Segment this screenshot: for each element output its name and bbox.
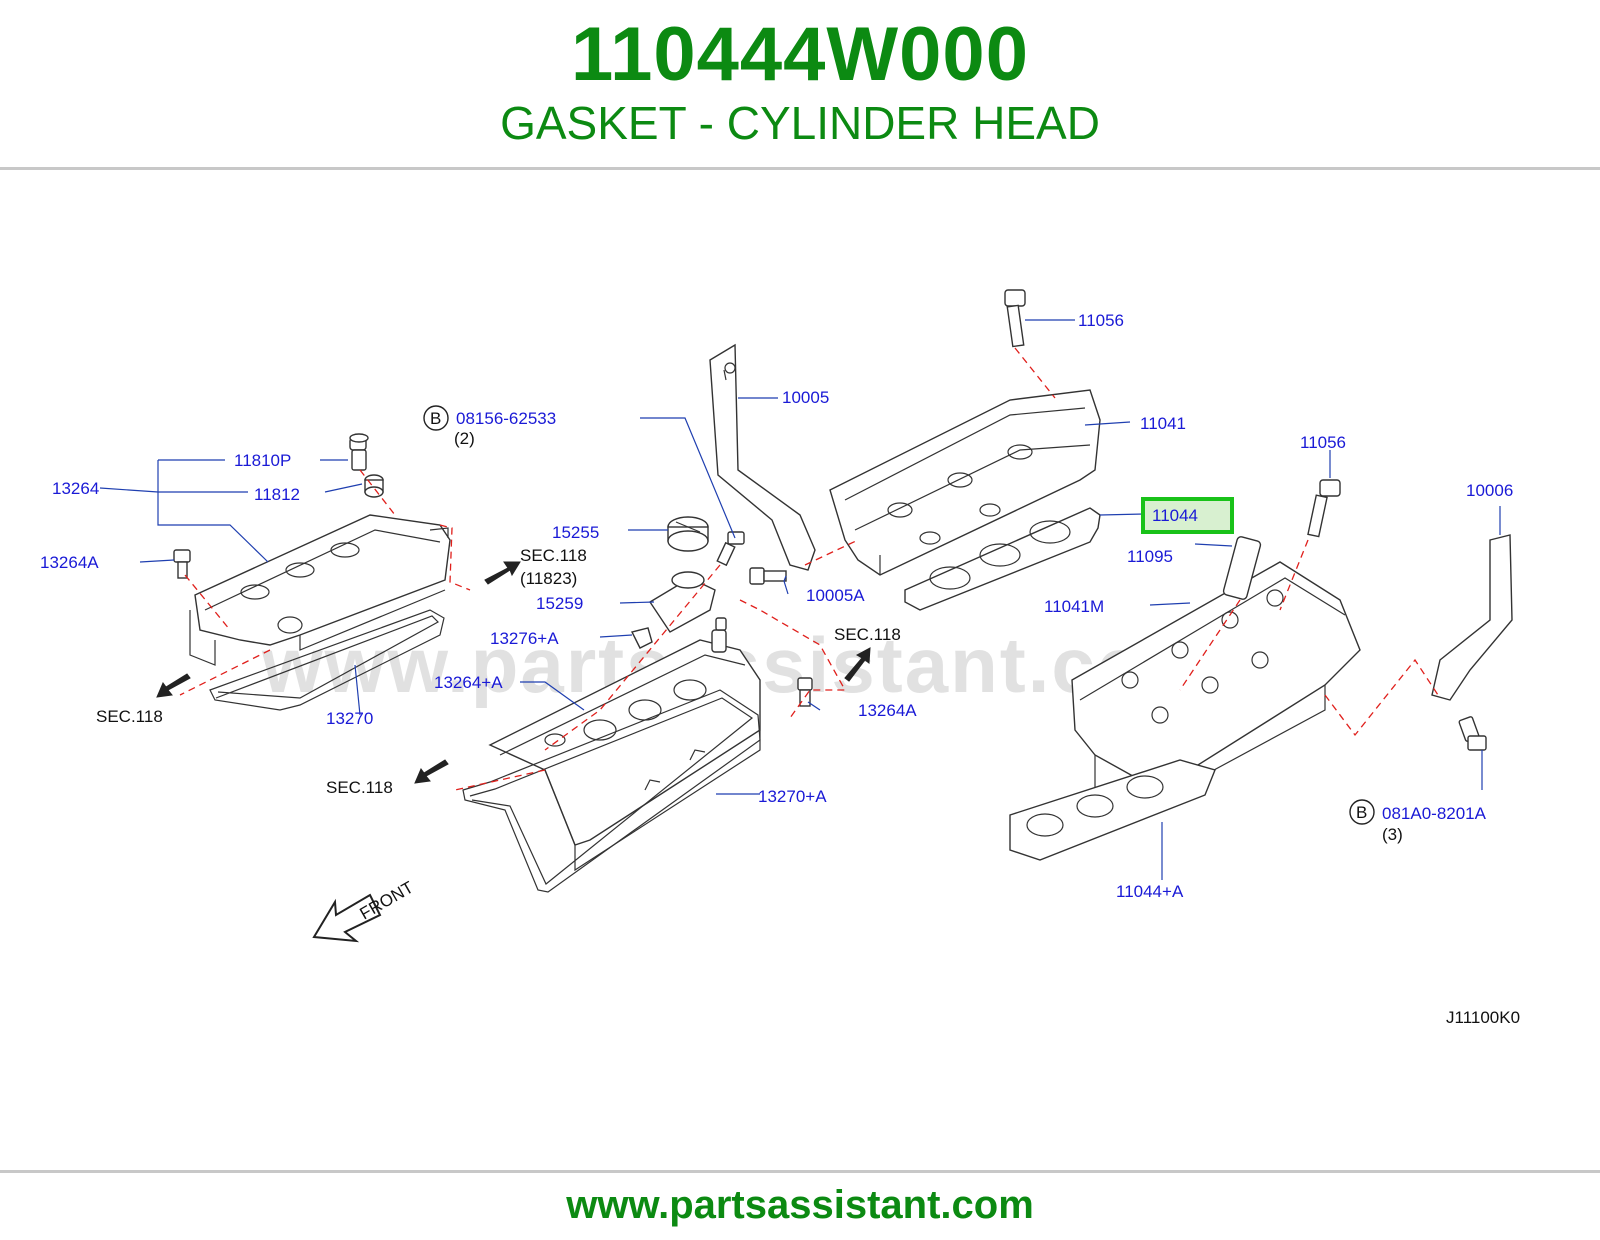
oil-filler-cap-15255[interactable] (667, 516, 709, 552)
part-number-title: 110444W000 (571, 12, 1029, 97)
highlight-box-11044 (1141, 497, 1234, 534)
bracket-10005[interactable] (709, 343, 816, 571)
callout-13270[interactable]: 13270 (326, 709, 373, 728)
callout-11810p[interactable]: 11810P (234, 451, 291, 470)
plug-13276a[interactable] (630, 627, 653, 649)
exploded-parts-diagram: www.partsassistant.com (0, 170, 1600, 1170)
bolt-badge-b-left (423, 405, 449, 431)
sec-ref-118-b[interactable]: SEC.118 (96, 707, 163, 726)
callout-15255[interactable]: 15255 (552, 523, 599, 542)
pcv-valve-11810p[interactable] (349, 433, 369, 471)
bolt-10005a[interactable] (749, 567, 787, 585)
bolt-08156-62533[interactable] (716, 531, 745, 567)
assembly-dashed-lines (179, 347, 1441, 791)
bolt-13264a-left[interactable] (173, 549, 191, 579)
callout-11041[interactable]: 11041 (1140, 414, 1186, 433)
head-bolt-11056-top[interactable] (1004, 289, 1026, 348)
callout-13264[interactable]: 13264 (52, 479, 99, 498)
bolt-badge-b-left-letter: B (430, 409, 441, 428)
callout-13264a-right[interactable]: 13264A (858, 701, 917, 720)
rocker-cover-left[interactable] (189, 514, 451, 666)
callout-13264-plus-a[interactable]: 13264+A (434, 673, 503, 692)
footer-divider (0, 1170, 1600, 1173)
dowel-pin-11095[interactable] (1222, 536, 1262, 600)
callout-10005a[interactable]: 10005A (806, 586, 865, 605)
header-divider (0, 167, 1600, 170)
callout-11095[interactable]: 11095 (1127, 547, 1173, 566)
footer-website-link[interactable]: www.partsassistant.com (566, 1183, 1034, 1227)
grommet-11812[interactable] (364, 474, 384, 498)
pcv-valve-13264a-center[interactable] (711, 617, 727, 653)
sec-arrow-d[interactable] (844, 647, 871, 682)
head-bolt-11056-right[interactable] (1307, 479, 1341, 538)
callout-11812[interactable]: 11812 (254, 485, 300, 504)
callout-08156-62533-qty: (2) (454, 429, 475, 448)
cylinder-head-11041m[interactable] (1071, 561, 1361, 811)
sec-ref-118-a[interactable]: SEC.118 (520, 546, 587, 565)
callout-081a0-8201a[interactable]: 081A0-8201A (1382, 804, 1487, 823)
head-gasket-11044[interactable] (904, 507, 1101, 611)
bolt-badge-b-right (1349, 799, 1375, 825)
rocker-cover-center[interactable] (488, 639, 761, 872)
oil-filler-neck-15259[interactable] (649, 571, 716, 633)
callout-11044a[interactable]: 11044+A (1116, 882, 1184, 901)
diagram-code: J11100K0 (1446, 1008, 1520, 1027)
sec-ref-118-d[interactable]: SEC.118 (834, 625, 901, 644)
head-gasket-11044a[interactable] (1009, 759, 1216, 861)
callout-15259[interactable]: 15259 (536, 594, 583, 613)
callout-11041m[interactable]: 11041M (1044, 597, 1104, 616)
callout-13264a-left[interactable]: 13264A (40, 553, 99, 572)
callout-11044-highlighted[interactable]: 11044 (1152, 506, 1198, 525)
diagram-canvas: www.partsassistant.com (40, 289, 1520, 1027)
bolt-13264a-right[interactable] (797, 677, 813, 707)
front-direction-arrow (312, 893, 382, 943)
callout-11056-right[interactable]: 11056 (1300, 433, 1346, 452)
cylinder-head-11041[interactable] (829, 389, 1101, 576)
sec-arrow-b[interactable] (156, 673, 191, 698)
leader-lines (99, 319, 1501, 880)
rocker-gasket-13270a[interactable] (462, 689, 761, 893)
callout-10005[interactable]: 10005 (782, 388, 829, 407)
page-header: 110444W000 GASKET - CYLINDER HEAD (0, 0, 1600, 170)
bracket-10006[interactable] (1431, 534, 1513, 701)
sec-ref-118-a-sub: (11823) (520, 569, 577, 588)
bolt-081a0-8201a[interactable] (1458, 716, 1487, 751)
part-name-subtitle: GASKET - CYLINDER HEAD (500, 97, 1100, 149)
callout-13270a[interactable]: 13270+A (758, 787, 827, 806)
sec-arrow-c[interactable] (414, 759, 449, 784)
callout-11056-top[interactable]: 11056 (1078, 311, 1124, 330)
callout-08156-62533[interactable]: 08156-62533 (456, 409, 556, 428)
bolt-badge-b-right-letter: B (1356, 803, 1367, 822)
callout-13276a[interactable]: 13276+A (490, 629, 559, 648)
callout-10006[interactable]: 10006 (1466, 481, 1513, 500)
callout-081a0-8201a-qty: (3) (1382, 825, 1403, 844)
rocker-gasket-13270[interactable] (209, 609, 445, 711)
sec-arrow-a[interactable] (484, 561, 521, 585)
sec-ref-118-c[interactable]: SEC.118 (326, 778, 393, 797)
